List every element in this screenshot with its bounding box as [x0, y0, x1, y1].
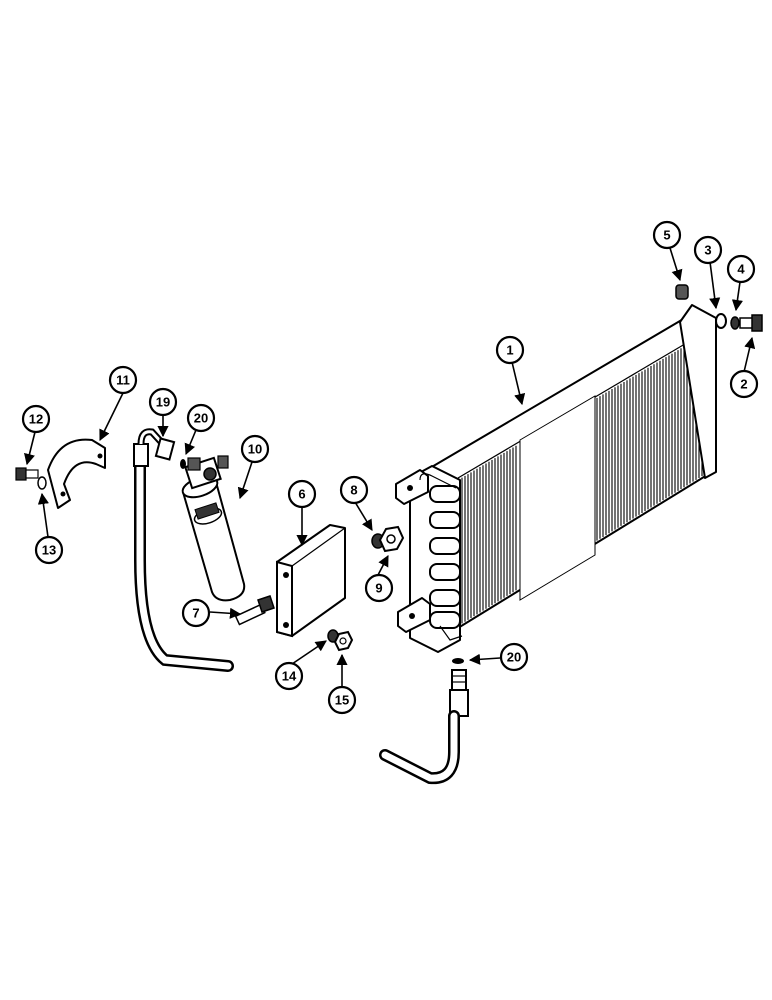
svg-text:20: 20 — [507, 650, 521, 665]
svg-text:7: 7 — [192, 606, 199, 621]
nut-part-15 — [333, 630, 354, 652]
svg-text:11: 11 — [116, 373, 130, 388]
o-ring-part-20-lower — [452, 658, 464, 664]
svg-text:14: 14 — [282, 669, 297, 684]
svg-text:1: 1 — [506, 343, 513, 358]
callout-3: 3 — [693, 235, 723, 265]
callout-19: 19 — [148, 387, 178, 417]
callout-13: 13 — [34, 535, 64, 565]
condenser-fins-left — [461, 445, 517, 624]
washer-part-13 — [37, 476, 47, 490]
callout-12: 12 — [21, 404, 51, 434]
svg-text:4: 4 — [737, 262, 745, 277]
callout-15: 15 — [327, 685, 357, 715]
spacer-part-5 — [675, 284, 689, 300]
svg-text:15: 15 — [335, 693, 349, 708]
leader-lines — [24, 247, 756, 686]
callout-4: 4 — [726, 254, 756, 284]
callout-5: 5 — [652, 220, 682, 250]
svg-text:2: 2 — [740, 377, 747, 392]
callout-2: 2 — [729, 369, 759, 399]
condenser-mount-hardware — [675, 284, 763, 332]
svg-text:8: 8 — [350, 483, 357, 498]
callout-14: 14 — [274, 661, 304, 691]
bolt-part-2 — [739, 314, 763, 332]
callout-9: 9 — [364, 573, 394, 603]
svg-text:9: 9 — [375, 581, 382, 596]
condenser-center-panel — [519, 395, 596, 601]
callout-8: 8 — [339, 475, 369, 505]
receiver-drier-part-10 — [181, 455, 246, 602]
callout-10: 10 — [240, 434, 270, 464]
condenser-tube-bends — [419, 473, 463, 641]
svg-text:10: 10 — [248, 442, 262, 457]
washer-part-3 — [715, 313, 727, 329]
svg-text:5: 5 — [663, 228, 670, 243]
callout-20-lower: 20 — [499, 642, 529, 672]
svg-text:12: 12 — [29, 412, 43, 427]
bolt-part-7 — [234, 595, 275, 626]
o-ring-part-20-upper — [180, 459, 186, 469]
callout-1: 1 — [495, 335, 525, 365]
lower-hose-assembly — [379, 658, 469, 785]
lockwasher-part-4 — [730, 316, 740, 330]
callout-11: 11 — [108, 365, 138, 395]
svg-text:3: 3 — [704, 243, 711, 258]
condenser-assembly — [395, 304, 717, 653]
clamp-part-11 — [47, 438, 106, 509]
callout-20-upper: 20 — [186, 403, 216, 433]
mounting-plate-part-6 — [276, 524, 346, 638]
svg-text:13: 13 — [42, 543, 56, 558]
bolt-part-12 — [15, 467, 39, 481]
svg-text:19: 19 — [156, 395, 170, 410]
nut-part-9 — [378, 525, 405, 553]
svg-text:6: 6 — [298, 487, 305, 502]
upper-hose-assembly — [133, 428, 234, 672]
callout-6: 6 — [287, 479, 317, 509]
callout-7: 7 — [181, 598, 211, 628]
svg-text:20: 20 — [194, 411, 208, 426]
